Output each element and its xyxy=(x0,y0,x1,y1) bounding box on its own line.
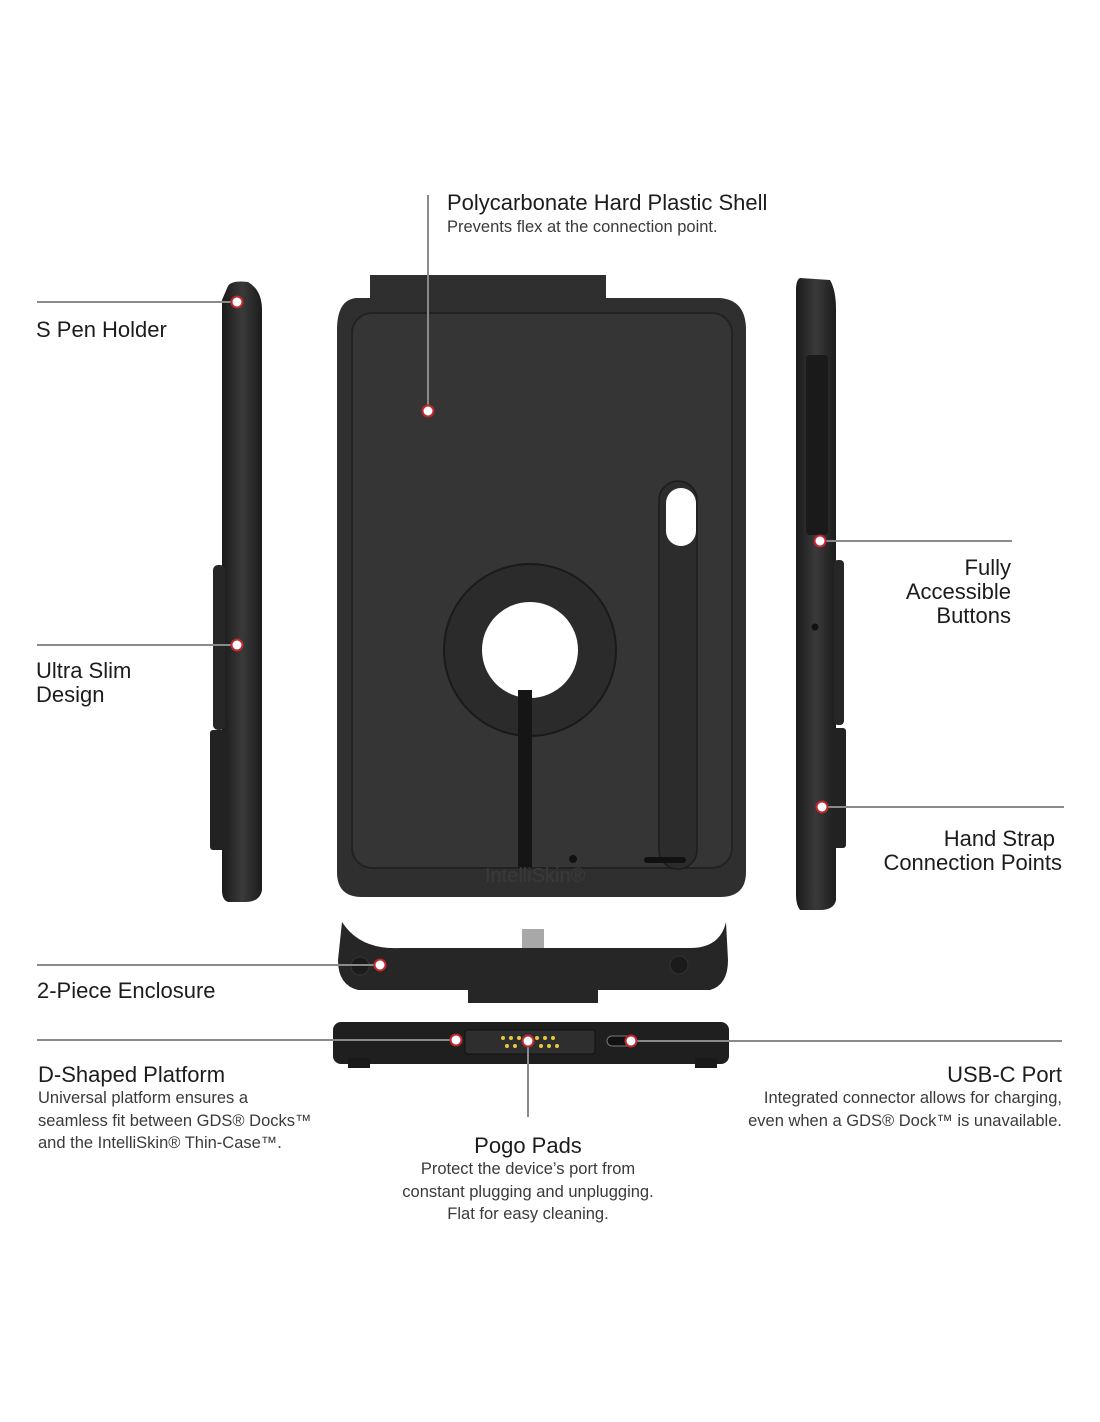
platform-description-line: seamless fit between GDS® Docks™ xyxy=(38,1111,312,1130)
marker-platform xyxy=(449,1033,463,1047)
marker-slim xyxy=(230,638,244,652)
enclosure-bottom-piece xyxy=(338,922,728,1003)
usbc-title: USB-C Port xyxy=(947,1062,1062,1087)
slim-title-line: Ultra Slim xyxy=(36,658,132,683)
marker-strap xyxy=(815,800,829,814)
enclosure-title: 2-Piece Enclosure xyxy=(37,978,216,1003)
buttons-title: Fully Accessible Buttons xyxy=(906,556,1011,628)
pogo-description-line: Protect the device’s port from xyxy=(420,1160,636,1178)
platform-description-line: and the IntelliSkin® Thin-Case™. xyxy=(38,1134,282,1152)
shell-description: Prevents flex at the connection point. xyxy=(447,218,718,236)
usbc-description-line: even when a GDS® Dock™ is unavailable. xyxy=(748,1111,1062,1130)
buttons-title-line: Accessible xyxy=(905,579,1011,604)
marker-shell xyxy=(421,404,435,418)
marker-spen xyxy=(230,295,244,309)
marker-enclosure xyxy=(373,958,387,972)
strap-title-line: Connection Points xyxy=(883,850,1062,875)
pogo-description-line: constant plugging and unplugging. xyxy=(402,1182,654,1201)
buttons-title-line: Buttons xyxy=(936,603,1011,628)
strap-title-line: Hand Strap xyxy=(943,826,1055,851)
slim-title-line: Design xyxy=(36,682,105,707)
shell-title: Polycarbonate Hard Plastic Shell xyxy=(447,190,768,215)
pogo-description-line: Flat for easy cleaning. xyxy=(447,1205,609,1223)
platform-title: D-Shaped Platform xyxy=(38,1062,226,1087)
magnetic-mount-cutout xyxy=(482,602,578,698)
marker-usbc xyxy=(624,1034,638,1048)
strap-title: Hand Strap Connection Points xyxy=(883,827,1062,875)
buttons-title-line: Fully xyxy=(964,555,1011,580)
pogo-pins xyxy=(501,1036,559,1048)
platform-description: Universal platform ensures a seamless fi… xyxy=(38,1087,312,1155)
spen-title: S Pen Holder xyxy=(36,317,167,342)
marker-buttons xyxy=(813,534,827,548)
pogo-description: Protect the device’s port from constant … xyxy=(328,1158,728,1226)
case-back-shell: IntelliSkin® xyxy=(337,275,746,897)
platform-description-line: Universal platform ensures a xyxy=(38,1089,249,1107)
pogo-title: Pogo Pads xyxy=(474,1133,582,1158)
case-logo: IntelliSkin® xyxy=(485,865,586,887)
leader-lines xyxy=(37,195,1064,1117)
marker-pogo xyxy=(521,1034,535,1048)
usbc-description-line: Integrated connector allows for charging… xyxy=(763,1089,1062,1107)
case-right-side-view xyxy=(796,278,846,910)
usbc-description: Integrated connector allows for charging… xyxy=(748,1087,1062,1132)
callout-markers xyxy=(230,295,829,1048)
case-left-side-view xyxy=(210,281,262,902)
slim-title: Ultra Slim Design xyxy=(36,659,131,707)
camera-cutout xyxy=(666,488,696,546)
